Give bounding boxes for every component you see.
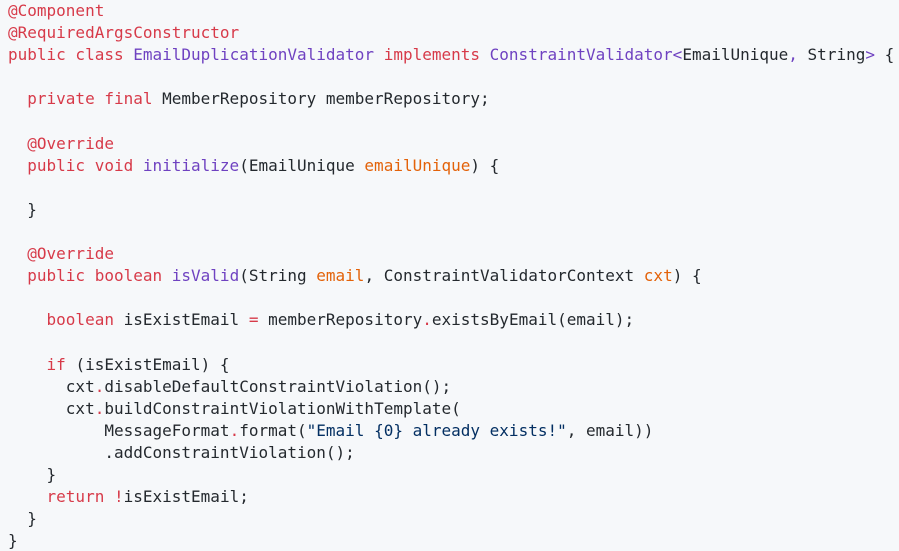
code-token: existsByEmail(email);: [431, 310, 635, 330]
code-token: }: [8, 199, 37, 219]
code-token: MemberRepository memberRepository;: [162, 89, 490, 109]
code-line: @RequiredArgsConstructor: [8, 22, 894, 44]
code-token: isValid: [171, 266, 240, 286]
code-token: cxt: [8, 376, 95, 396]
code-token: [8, 355, 47, 374]
code-line: }: [8, 199, 894, 221]
code-token: public void: [27, 155, 143, 175]
code-token: =: [248, 310, 259, 330]
code-token: (isExistEmail) {: [75, 354, 230, 374]
code-token: boolean: [46, 310, 124, 330]
code-token: disableDefaultConstraintViolation();: [104, 376, 452, 396]
code-line: .addConstraintViolation();: [8, 442, 894, 464]
code-token: !: [113, 487, 124, 507]
code-token: email: [316, 266, 365, 286]
code-line: MessageFormat.format("Email {0} already …: [8, 420, 894, 442]
code-token: .: [422, 310, 432, 330]
code-token: cxt: [643, 266, 673, 286]
code-token: MessageFormat: [8, 420, 230, 440]
code-token: }: [8, 509, 37, 529]
code-line: [8, 221, 894, 243]
code-token: ) {: [470, 155, 500, 175]
code-token: [8, 244, 27, 263]
code-token: memberRepository: [258, 310, 423, 330]
code-token: emailUnique: [364, 155, 471, 175]
code-token: , ConstraintValidatorContext: [364, 266, 644, 286]
code-token: private final: [27, 89, 163, 109]
code-line: cxt.disableDefaultConstraintViolation();: [8, 376, 894, 398]
code-line: }: [8, 464, 894, 486]
code-line: public class EmailDuplicationValidator i…: [8, 44, 894, 66]
code-token: .: [94, 376, 105, 396]
code-token: (EmailUnique: [239, 155, 365, 175]
code-line: }: [8, 530, 894, 551]
code-token: @Component: [8, 1, 105, 20]
code-line: return !isExistEmail;: [8, 486, 894, 508]
code-line: @Override: [8, 133, 894, 155]
code-token: isExistEmail;: [123, 487, 249, 507]
code-token: isExistEmail: [123, 310, 249, 330]
code-line: cxt.buildConstraintViolationWithTemplate…: [8, 398, 894, 420]
code-token: format(: [239, 420, 307, 440]
code-token: buildConstraintViolationWithTemplate(: [104, 398, 461, 418]
code-token: EmailDuplicationValidator: [133, 45, 375, 65]
code-token: {: [884, 45, 895, 65]
code-token: .: [94, 398, 105, 418]
code-token: [8, 266, 27, 285]
code-token: implements: [374, 45, 490, 65]
code-token: [8, 310, 47, 329]
code-line: @Component: [8, 0, 894, 22]
code-token: [8, 487, 47, 506]
code-line: [8, 331, 894, 353]
code-line: }: [8, 508, 894, 530]
code-line: @Override: [8, 243, 894, 265]
code-token: [8, 134, 27, 153]
code-token: (String: [239, 266, 317, 286]
code-token: public boolean: [27, 266, 172, 286]
code-token: @RequiredArgsConstructor: [8, 23, 240, 43]
code-token: ) {: [672, 266, 702, 286]
code-token: String: [807, 45, 866, 65]
code-line: private final MemberRepository memberRep…: [8, 88, 894, 110]
code-token: [8, 156, 27, 175]
code-line: [8, 177, 894, 199]
code-token: @Override: [27, 244, 114, 264]
code-line: [8, 287, 894, 309]
code-token: initialize: [142, 155, 240, 175]
code-token: public class: [8, 45, 134, 65]
code-line: public void initialize(EmailUnique email…: [8, 155, 894, 177]
code-token: }: [8, 531, 18, 551]
code-line: boolean isExistEmail = memberRepository.…: [8, 309, 894, 331]
code-line: if (isExistEmail) {: [8, 354, 894, 376]
code-token: if: [46, 354, 76, 374]
code-token: return: [46, 487, 114, 507]
code-token: .: [229, 420, 240, 440]
code-token: ConstraintValidator<: [489, 45, 683, 65]
code-line: [8, 66, 894, 88]
code-token: [8, 89, 27, 108]
code-token: , email)): [566, 420, 654, 440]
code-token: @Override: [27, 133, 114, 153]
code-token: .addConstraintViolation();: [8, 442, 355, 462]
code-token: cxt: [8, 398, 95, 418]
code-token: ,: [788, 45, 808, 65]
code-token: >: [865, 45, 885, 65]
code-line: [8, 110, 894, 132]
code-token: }: [8, 464, 57, 484]
code-line: public boolean isValid(String email, Con…: [8, 265, 894, 287]
code-token: EmailUnique: [682, 45, 789, 65]
code-token: "Email {0} already exists!": [306, 420, 567, 440]
